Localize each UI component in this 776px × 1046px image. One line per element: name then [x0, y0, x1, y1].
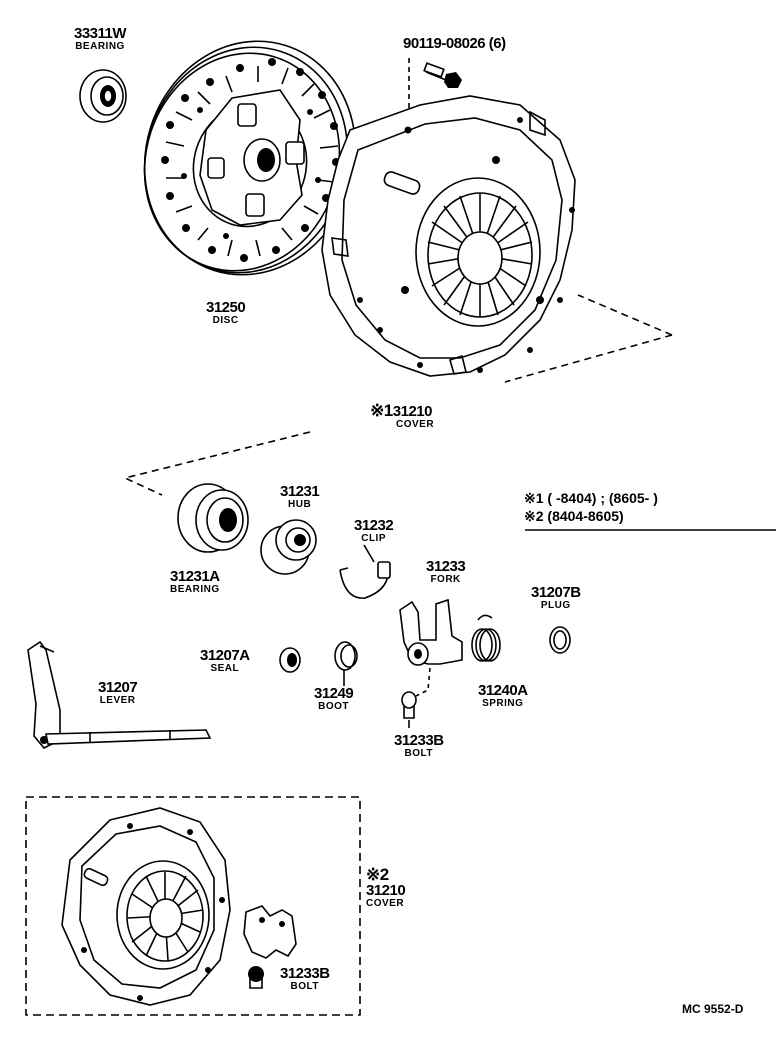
part-number: 31210 — [366, 882, 406, 899]
part-number: 31233B — [280, 965, 330, 982]
label-plug: 31207B PLUG — [531, 585, 581, 611]
part-name: BEARING — [170, 584, 220, 595]
seal-31207a-drawing — [279, 647, 301, 673]
part-name: BOOT — [318, 701, 350, 712]
label-bolt-31233b: 31233B BOLT — [394, 733, 444, 759]
part-number: 31207 — [98, 679, 138, 696]
part-number: 31207B — [531, 584, 581, 601]
legend: ※1 ( -8404) ; (8605- ) ※2 (8404-8605) — [524, 490, 658, 525]
part-name: HUB — [288, 499, 312, 510]
label-hub: 31231 HUB — [280, 483, 320, 510]
part-name: BOLT — [290, 981, 320, 992]
part-name: DISC — [212, 315, 239, 326]
label-seal: 31207A SEAL — [200, 648, 250, 674]
release-bearing-31231a-drawing — [177, 483, 249, 553]
part-name: COVER — [366, 898, 405, 909]
label-fork: 31233 FORK — [426, 558, 466, 585]
diagram-code: MC 9552-D — [682, 1002, 744, 1016]
label-cover-2: ※2 31210 COVER — [366, 865, 406, 909]
label-bolt-90119: 90119-08026 (6) — [403, 36, 506, 51]
part-name: PLUG — [540, 600, 571, 611]
part-name: FORK — [430, 574, 461, 585]
label-bearing-33311w: 33311W BEARING — [74, 25, 127, 52]
cover-2-group-box — [25, 796, 361, 1016]
bolt-90119-drawing — [408, 58, 462, 118]
label-spring: 31240A SPRING — [478, 683, 528, 709]
part-name: CLIP — [361, 533, 386, 544]
boot-31249-drawing — [334, 641, 358, 686]
alignment-lines — [122, 294, 673, 496]
label-bolt-31233b-2: 31233B BOLT — [280, 966, 330, 992]
bolt-31233b-drawing — [401, 691, 417, 728]
clutch-cover-1-drawing — [321, 95, 576, 377]
part-name: COVER — [396, 419, 435, 430]
cover-2-clip-drawing — [243, 905, 297, 959]
part-name: LEVER — [99, 695, 136, 706]
part-name: BEARING — [75, 41, 125, 52]
part-number: 90119-08026 (6) — [403, 35, 506, 52]
lever-31207-drawing — [27, 640, 212, 749]
legend-line-1: ※1 ( -8404) ; (8605- ) — [524, 490, 658, 506]
label-lever: 31207 LEVER — [98, 679, 138, 706]
part-number: 31250 — [206, 299, 246, 316]
plug-31207b-drawing — [549, 626, 571, 654]
part-number: 31240A — [478, 682, 528, 699]
part-name: SPRING — [482, 698, 524, 709]
spring-31240a-drawing — [471, 614, 501, 662]
label-cover-1: ※131210 COVER — [368, 402, 434, 430]
part-number: 31233B — [394, 732, 444, 749]
part-number: 31249 — [314, 685, 354, 702]
label-disc: 31250 DISC — [206, 299, 246, 326]
part-number: 31231A — [170, 568, 220, 585]
label-bearing-31231a: 31231A BEARING — [170, 569, 220, 595]
variant-mark: ※2 — [366, 865, 389, 884]
legend-line-2: ※2 (8404-8605) — [524, 507, 624, 524]
part-number: 31207A — [200, 647, 250, 664]
clip-31232-drawing — [339, 544, 391, 599]
fork-31233-drawing — [399, 598, 463, 697]
part-number: 31233 — [426, 558, 466, 575]
part-number: 33311W — [74, 25, 127, 42]
label-boot: 31249 BOOT — [314, 685, 354, 712]
part-number: 31210 — [392, 403, 433, 420]
bearing-33311w-drawing — [79, 69, 127, 123]
hub-31231-drawing — [260, 519, 317, 575]
part-name: SEAL — [210, 663, 240, 674]
part-name: BOLT — [404, 748, 434, 759]
bolt-31233b-2-drawing — [248, 966, 264, 989]
label-clip: 31232 CLIP — [354, 517, 394, 544]
part-number: 31231 — [280, 483, 320, 500]
part-number: 31232 — [354, 517, 394, 534]
clutch-cover-2-drawing — [61, 807, 231, 1006]
variant-mark: ※1 — [370, 401, 393, 420]
